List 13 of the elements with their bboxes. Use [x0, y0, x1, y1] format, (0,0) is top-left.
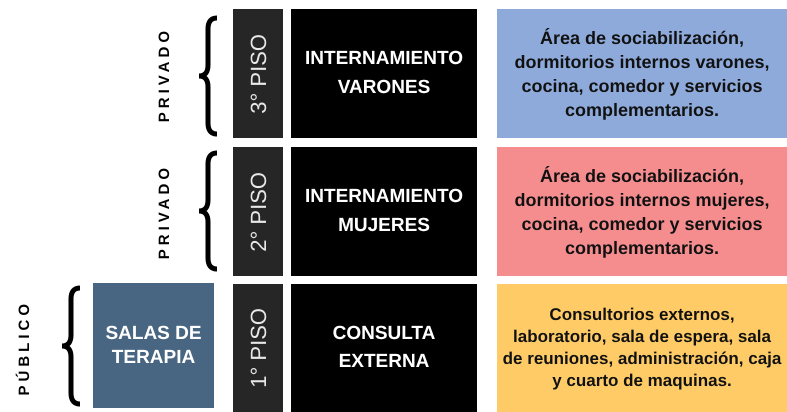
zone-label: PRIVADO — [154, 27, 174, 123]
zone-label: PÚBLICO — [14, 300, 34, 396]
unit-box: INTERNAMIENTO VARONES — [291, 9, 477, 138]
description-box: Consultorios externos, laboratorio, sala de espera, sala de reuniones, administración, caja y cuarto de maquinas. — [497, 284, 787, 412]
description-box: Área de sociabilización, dormitorios internos mujeres, cocina, comedor y servicios complementarios. — [497, 147, 787, 276]
unit-box: CONSULTA EXTERNA — [291, 284, 477, 412]
floor-box: 2° PISO — [233, 147, 283, 276]
description-box: Área de sociabilización, dormitorios internos varones, cocina, comedor y servicios complementarios. — [497, 9, 787, 138]
therapy-room-box: SALAS DE TERAPIA — [93, 283, 214, 408]
zone-label: PRIVADO — [154, 164, 174, 260]
unit-box: INTERNAMIENTO MUJERES — [291, 147, 477, 276]
floor-box: 3° PISO — [233, 9, 283, 138]
floor-box: 1° PISO — [233, 284, 283, 412]
